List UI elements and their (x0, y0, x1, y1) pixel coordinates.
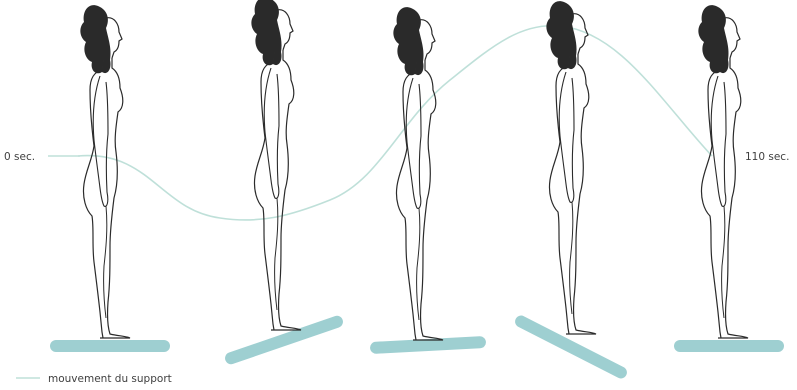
legend-label: mouvement du support (48, 373, 172, 385)
support-platform-5 (674, 340, 784, 352)
support-platform-2 (223, 314, 344, 366)
legend: mouvement du support (16, 373, 172, 385)
figure-5 (674, 5, 784, 352)
support-movement-curve (78, 26, 712, 220)
support-platform-3 (370, 336, 486, 354)
support-platform-1 (50, 340, 170, 352)
figure-1 (50, 5, 170, 352)
end-time-label: 110 sec. (745, 151, 789, 163)
figure-4 (513, 1, 629, 380)
start-time-label: 0 sec. (4, 151, 35, 163)
figure-2 (223, 0, 344, 366)
support-platform-4 (513, 314, 629, 381)
figure-3 (370, 7, 486, 354)
